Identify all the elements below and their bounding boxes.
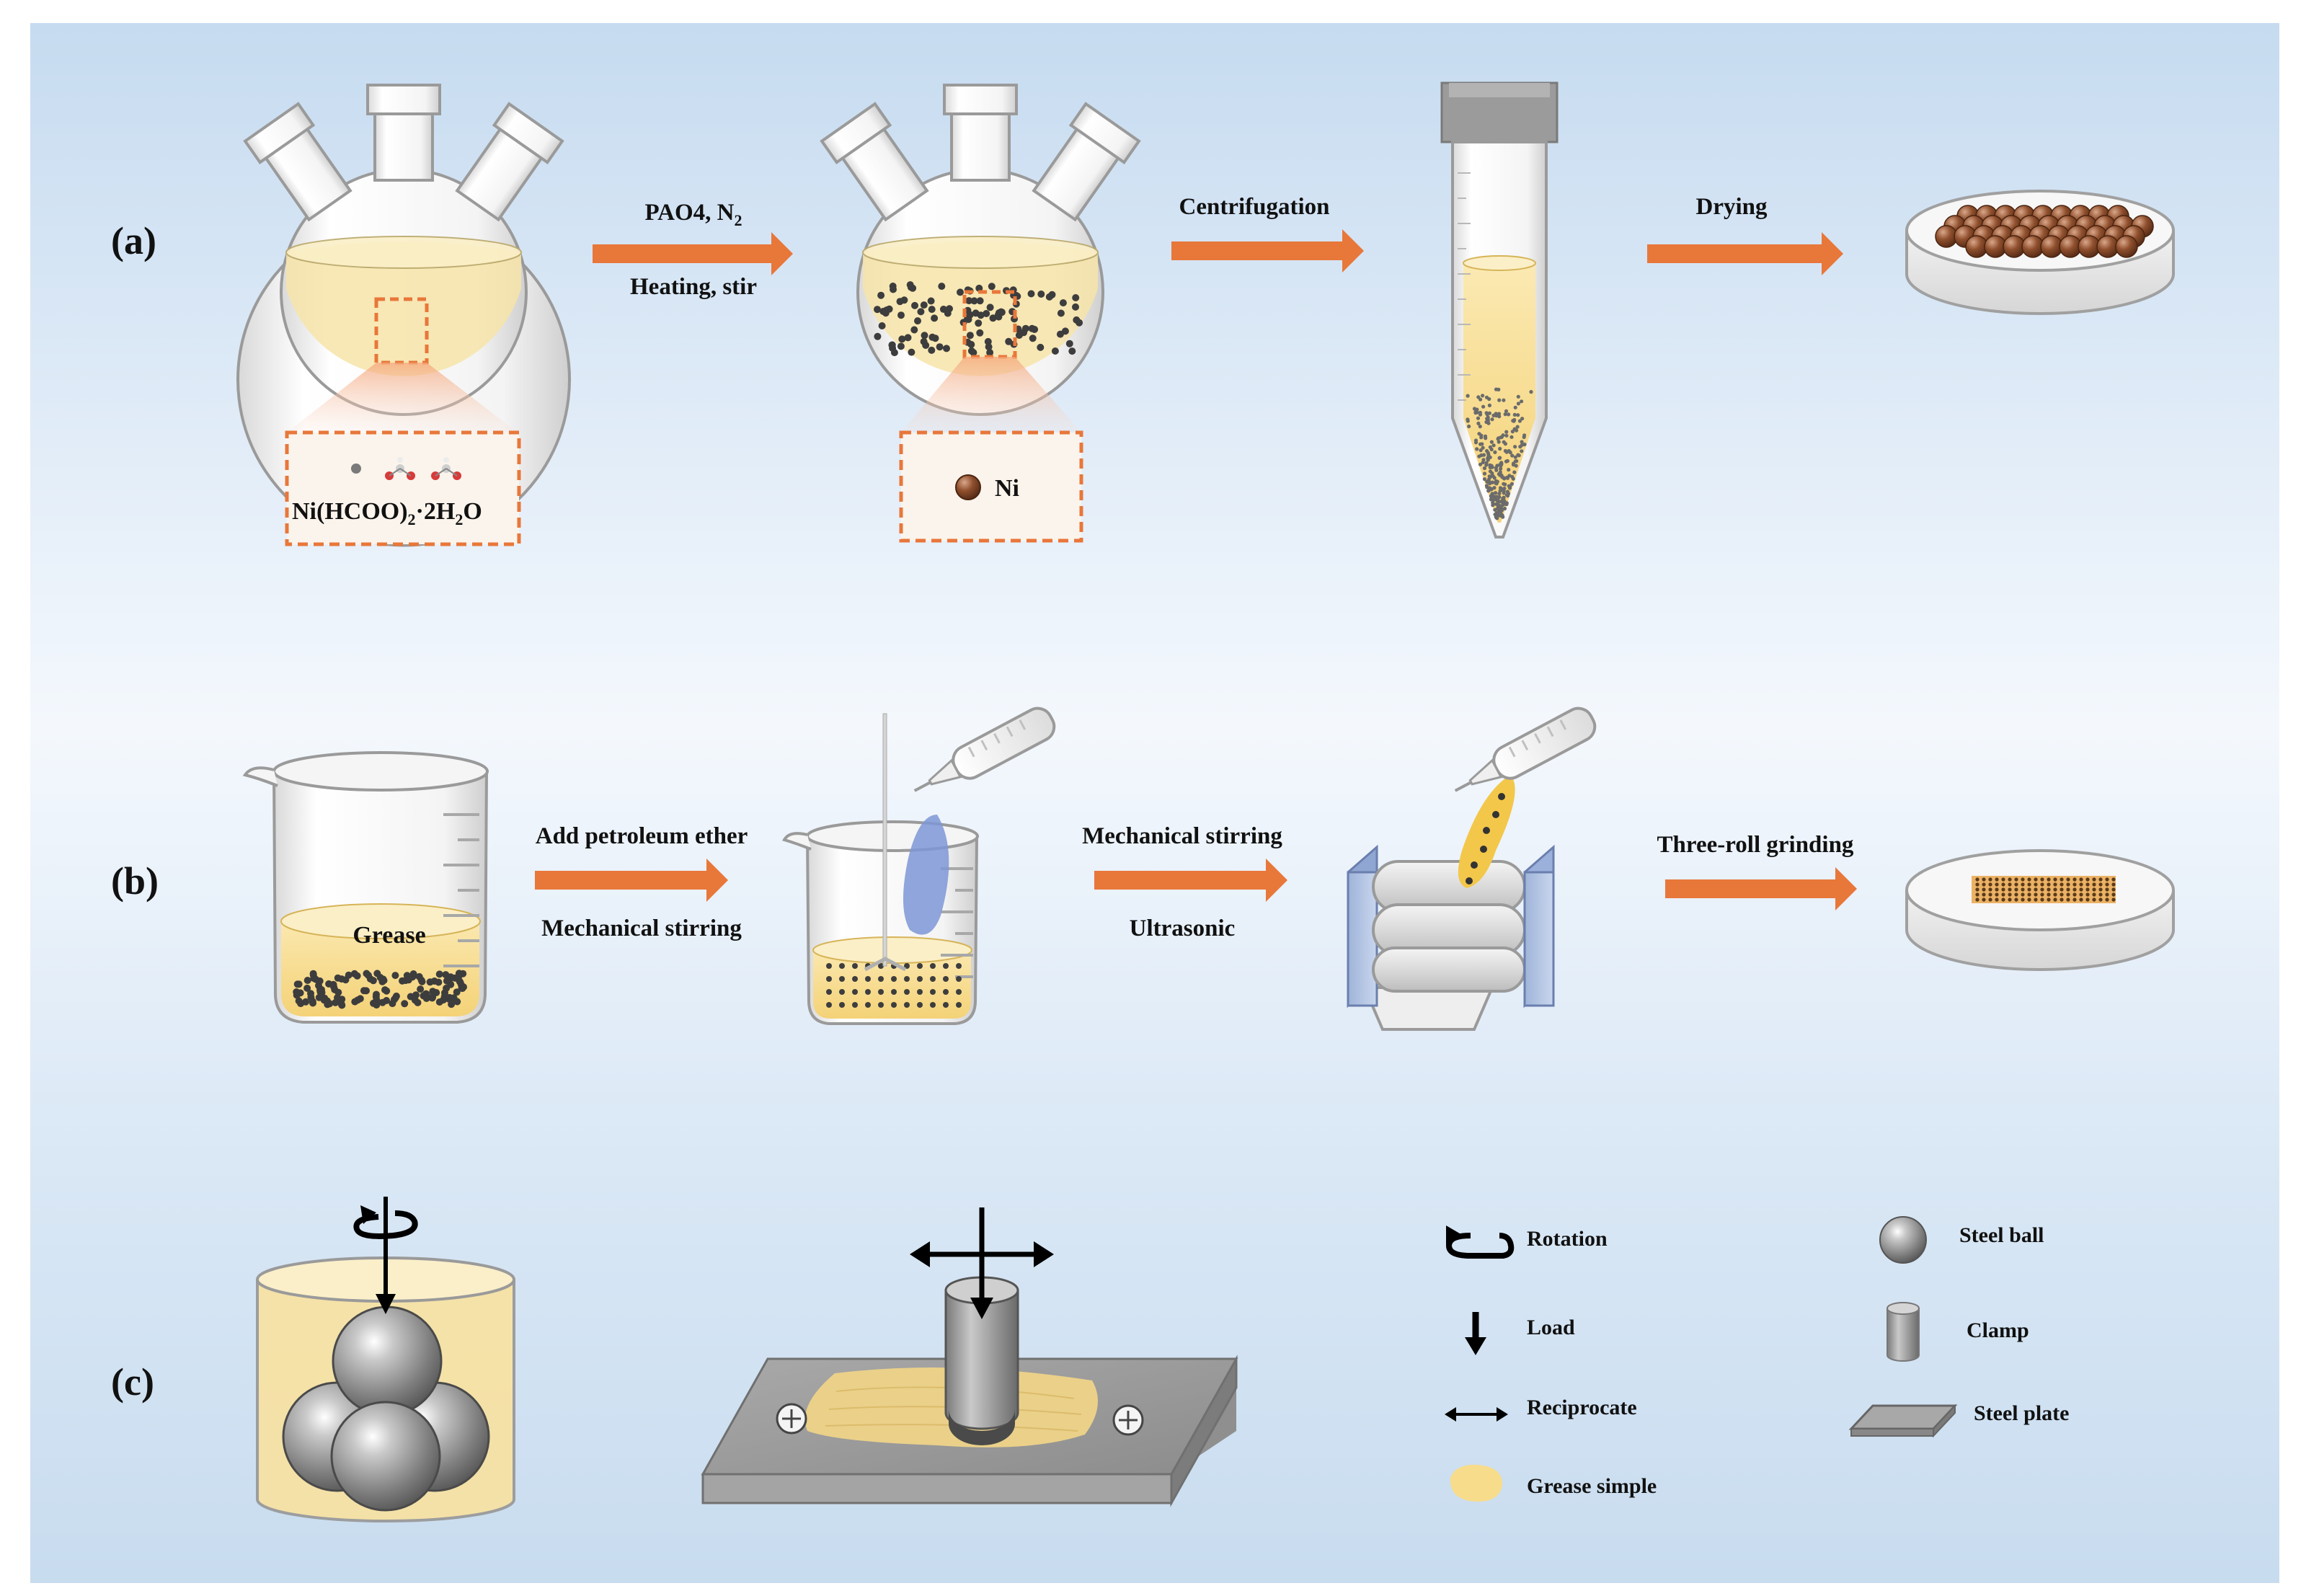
panel-a-label: (a): [111, 219, 156, 262]
nickel-particles: [293, 970, 467, 1009]
step-label-ultrasonic: Ultrasonic: [1130, 916, 1236, 941]
legend: Rotation Load Reciprocate Grease simple …: [1445, 1216, 2069, 1502]
mill-hopper: [1362, 986, 1495, 1031]
step-label-drying: Drying: [1696, 194, 1768, 220]
rotation-arrow-icon: [353, 1210, 418, 1239]
legend-rotation-label: Rotation: [1527, 1227, 1608, 1251]
nickel-particles: [826, 963, 962, 1008]
legend-steel-ball-label: Steel ball: [1959, 1223, 2044, 1247]
legend-item-clamp: Clamp: [1887, 1302, 2029, 1362]
step-label-pao4: PAO4, N2: [644, 200, 742, 229]
process-arrow: [535, 859, 728, 902]
pipette: [1454, 706, 1597, 792]
formate-molecule-icon: [431, 457, 461, 480]
reciprocate-arrow-icon: [910, 1241, 930, 1267]
legend-item-steel-ball: Steel ball: [1879, 1216, 2044, 1264]
load-arrow-icon: [376, 1294, 396, 1314]
legend-load-label: Load: [1527, 1316, 1575, 1339]
steel-ball: [330, 1401, 441, 1512]
petroleum-ether-stream: [903, 815, 949, 935]
steel-ball-icon: [1879, 1216, 1927, 1264]
formate-molecule-icon: [385, 457, 415, 480]
pipette: [913, 706, 1056, 792]
process-arrow: [593, 232, 793, 275]
product-zoom-box: Ni: [899, 430, 1083, 543]
product-label-ni: Ni: [995, 475, 1019, 502]
process-arrow: [1647, 232, 1843, 275]
reciprocate-icon: [1445, 1407, 1456, 1422]
precursor-zoom-box: Ni(HCOO)2·2H2O: [285, 430, 521, 546]
petri-dish-grease: [1905, 849, 2175, 971]
stirrer-blade: [864, 957, 907, 972]
load-arrow-icon: [970, 1298, 993, 1319]
clamp-icon: [1887, 1308, 1920, 1362]
step-label-centrifugation: Centrifugation: [1179, 194, 1330, 220]
roller: [1372, 946, 1526, 993]
stirring-rod: [882, 713, 887, 967]
reciprocating-tester: [701, 1207, 1238, 1507]
step-label-mechanical-stirring: Mechanical stirring: [541, 916, 742, 941]
nickel-particles: [874, 281, 1083, 357]
legend-item-grease: Grease simple: [1450, 1464, 1657, 1502]
legend-reciprocate-label: Reciprocate: [1527, 1396, 1637, 1419]
sediment-particles: [1466, 387, 1533, 520]
load-icon: [1465, 1337, 1486, 1355]
legend-item-reciprocate: Reciprocate: [1445, 1396, 1637, 1422]
panel-b-label: (b): [111, 859, 159, 903]
nickel-atom-icon: [351, 464, 361, 474]
legend-item-steel-plate: Steel plate: [1848, 1401, 2069, 1438]
beaker-stirring: [782, 713, 979, 1025]
step-label-petroleum-ether: Add petroleum ether: [536, 823, 748, 849]
four-ball-tester: [256, 1197, 515, 1522]
nickel-powder: [1935, 205, 2154, 258]
step-label-heating: Heating, stir: [630, 274, 757, 300]
process-arrow: [1171, 229, 1364, 272]
step-label-three-roll: Three-roll grinding: [1657, 832, 1854, 858]
grease-sample-particles: [1975, 877, 2116, 902]
process-arrow: [1094, 859, 1287, 902]
three-roll-mill: [1347, 775, 1555, 1031]
panel-c-label: (c): [111, 1360, 154, 1404]
precursor-formula: Ni(HCOO)2·2H2O: [292, 498, 482, 528]
beaker-grease: Grease: [242, 751, 489, 1024]
legend-grease-label: Grease simple: [1527, 1474, 1657, 1498]
process-arrow: [1665, 867, 1857, 910]
legend-item-rotation: Rotation: [1445, 1225, 1608, 1259]
beaker-content-label: Grease: [353, 922, 425, 949]
three-neck-flask-product: [820, 84, 1141, 433]
legend-item-load: Load: [1465, 1312, 1575, 1355]
petri-dish-nickel-powder: [1905, 190, 2175, 315]
zoom-glow: [901, 357, 1081, 433]
legend-steel-plate-label: Steel plate: [1974, 1401, 2069, 1425]
clamp-cylinder: [944, 1289, 1019, 1430]
steel-ball: [332, 1305, 443, 1417]
zoom-glow: [287, 363, 518, 433]
nickel-particle-icon: [955, 474, 981, 500]
grease-icon: [1450, 1464, 1503, 1502]
centrifuge-tube: [1440, 81, 1559, 538]
legend-clamp-label: Clamp: [1967, 1318, 2029, 1342]
step-label-mechanical-stirring-2: Mechanical stirring: [1082, 823, 1282, 849]
